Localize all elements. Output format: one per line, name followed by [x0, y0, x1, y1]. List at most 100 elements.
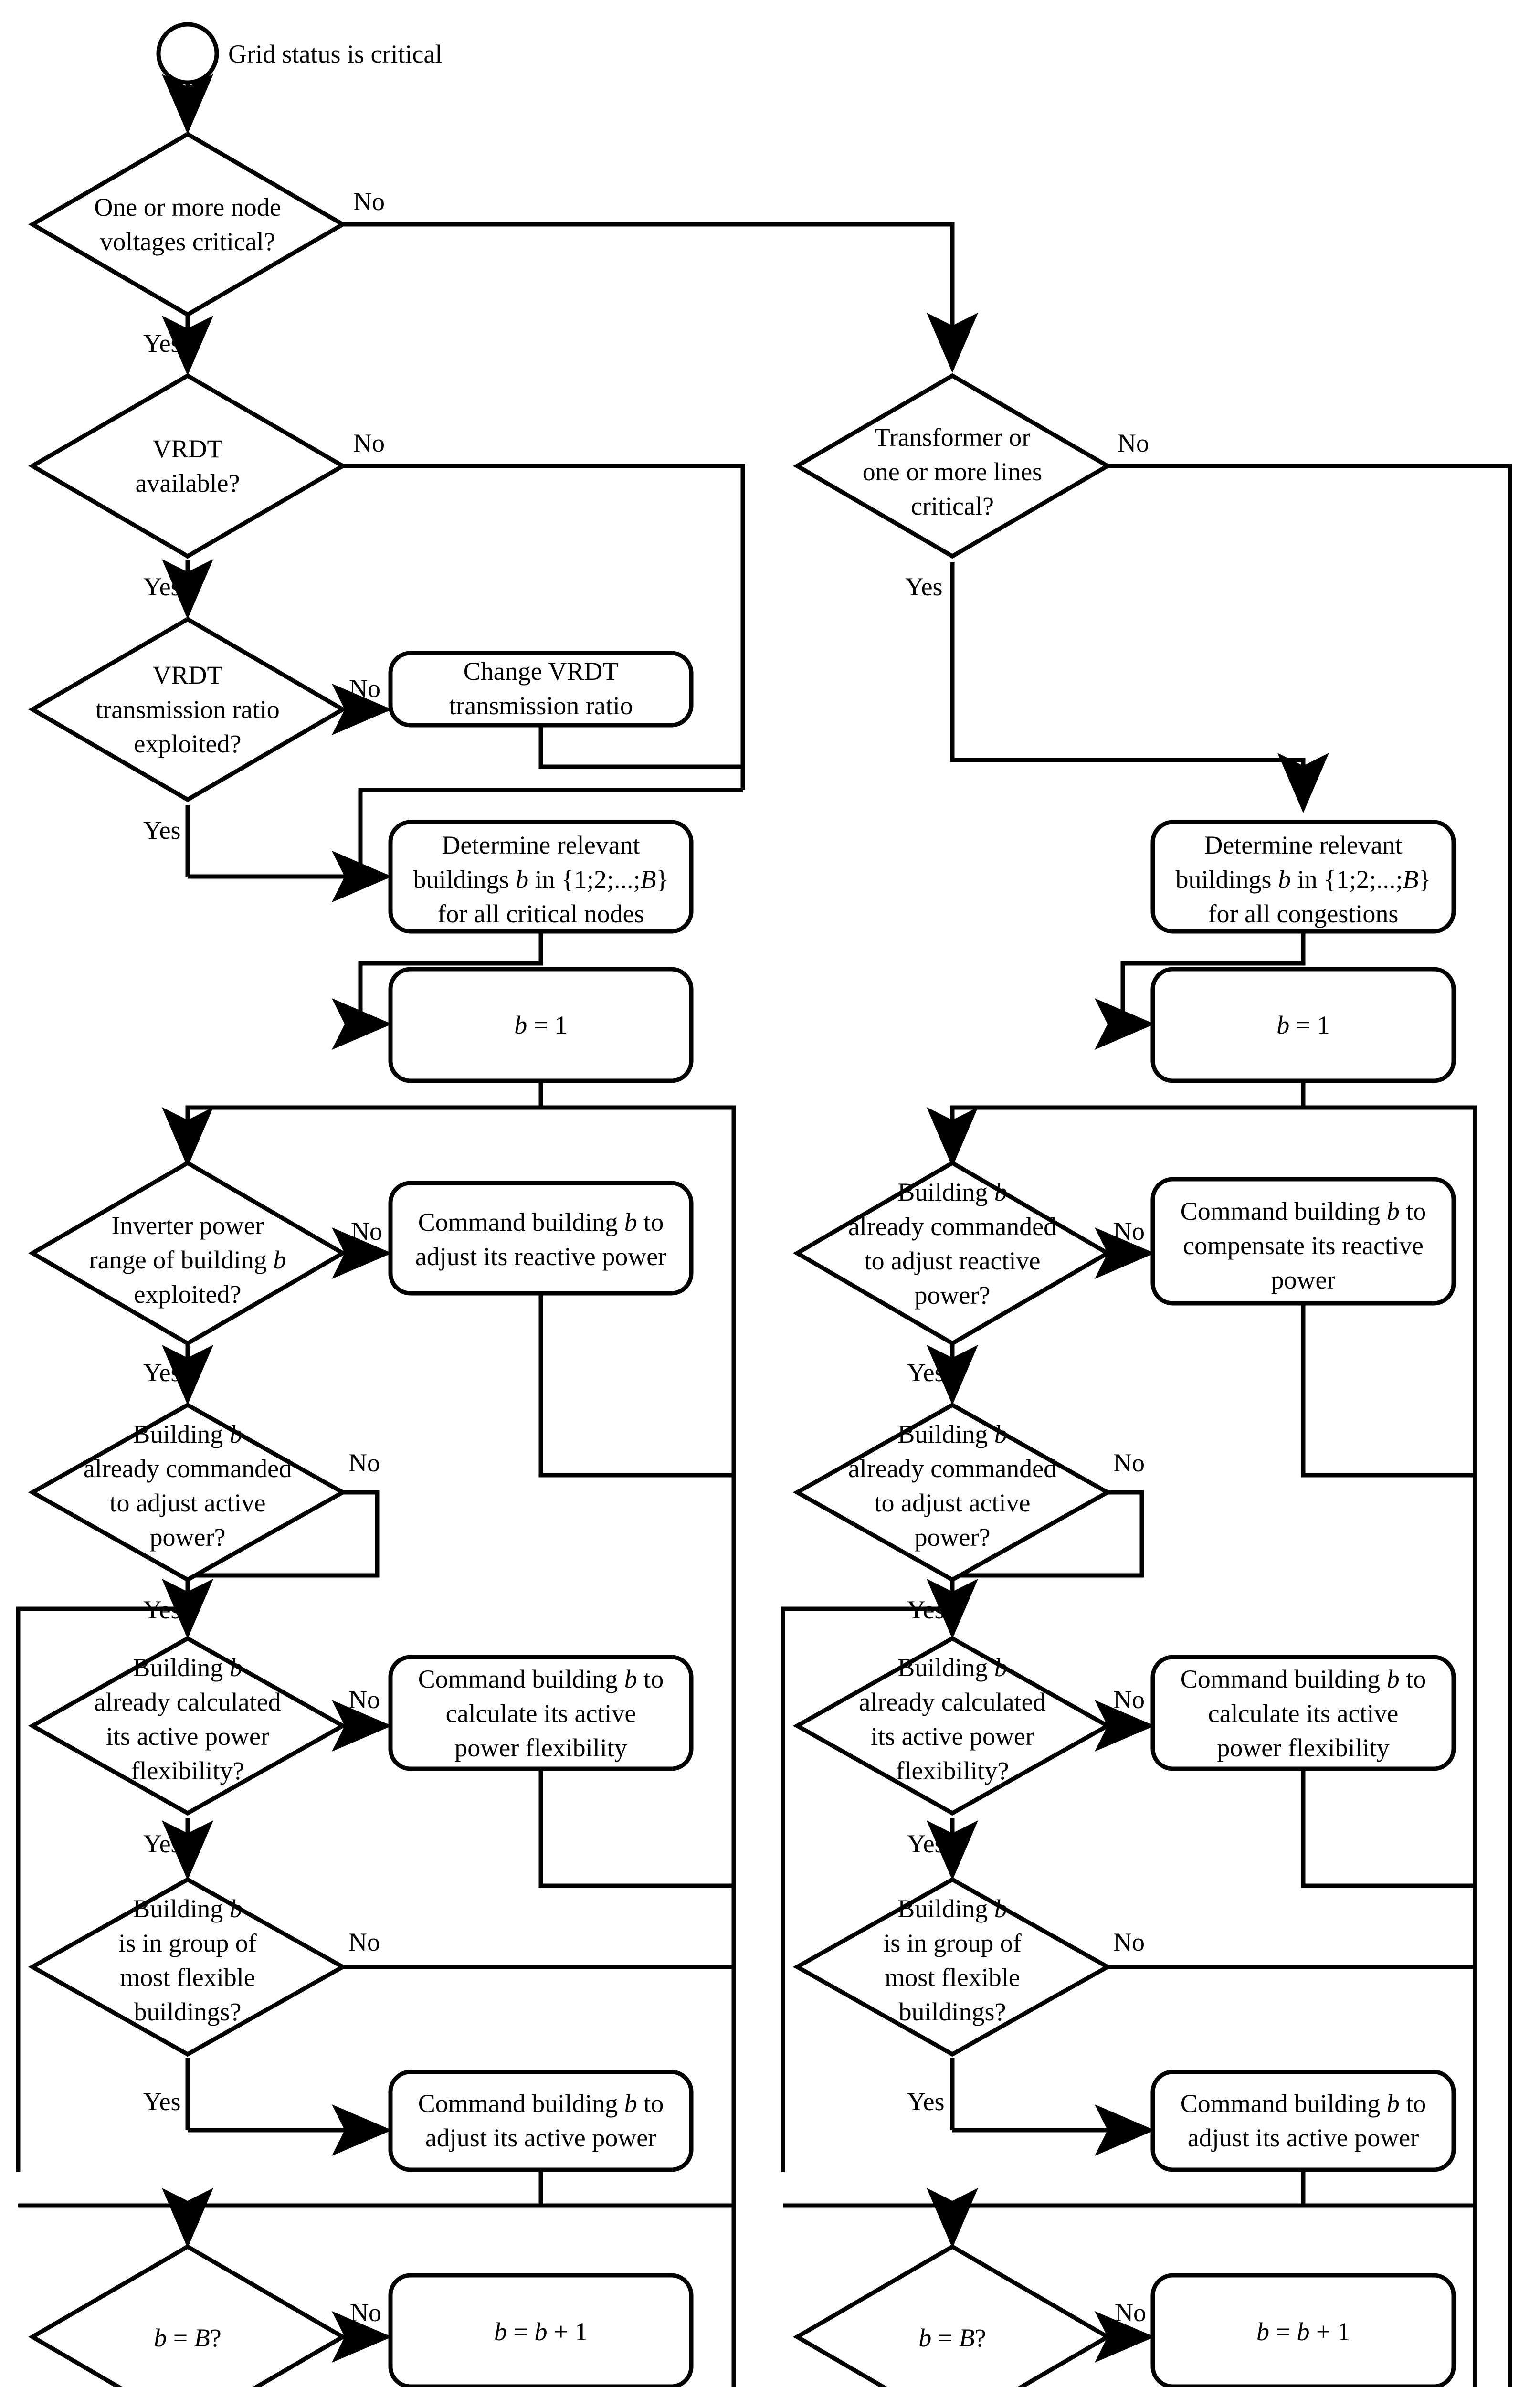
decision-transformer-line3: critical?	[911, 492, 994, 520]
decision-transformer-line1: Transformer or	[875, 423, 1030, 452]
edge-label-yes-rd5: Yes	[907, 1595, 945, 1624]
process-cmd-adjust-active-right	[1150, 2070, 1456, 2172]
decision-right-group-flex-line3: most flexible	[885, 1963, 1020, 1992]
edge-b1-to-inverter	[185, 1081, 543, 1161]
decision-left-calc-flex-line1: Building b	[133, 1653, 243, 1682]
decision-right-group-flex-line2: is in group of	[883, 1929, 1022, 1957]
edge-label-no-d5: No	[348, 1448, 380, 1477]
edge-label-no-d1: No	[353, 187, 385, 216]
decision-right-already-calculated-flex	[792, 1636, 1112, 1816]
process-determine-left-line2: buildings b in {1;2;...;B}	[413, 865, 669, 894]
decision-left-calc-flex-line4: flexibility?	[131, 1756, 244, 1785]
process-cmd-active-left-line2: adjust its active power	[425, 2123, 656, 2152]
decision-left-cmd-active-line2: already commanded	[84, 1454, 292, 1483]
decision-right-cmd-active-line1: Building b	[897, 1420, 1007, 1448]
process-cmd-calc-flex-right	[1150, 1655, 1456, 1771]
process-increment-b-right	[1150, 2273, 1456, 2387]
process-determine-buildings-left	[388, 820, 694, 934]
process-change-vrdt-line2: transmission ratio	[449, 691, 633, 720]
decision-inverter-line3: exploited?	[134, 1280, 242, 1309]
decision-left-group-flex-line1: Building b	[133, 1894, 243, 1923]
process-increment-left-text: b = b + 1	[494, 2317, 588, 2346]
decision-vrdt-ratio-line2: transmission ratio	[95, 695, 279, 724]
decision-inverter-power-range	[28, 1160, 347, 1346]
decision-left-group-flex-line2: is in group of	[118, 1929, 257, 1957]
edge-label-no-rd6: No	[1113, 1685, 1145, 1714]
decision-right-cmd-reactive-line3: to adjust reactive	[865, 1246, 1041, 1275]
decision-inverter-line1: Inverter power	[111, 1211, 264, 1240]
edge-cmdcomp-right-down	[1301, 1303, 1475, 1478]
edge-label-yes-d2: Yes	[143, 572, 181, 601]
process-set-b-1-right	[1150, 967, 1456, 1083]
edge-label-yes-d7: Yes	[143, 2087, 181, 2116]
process-determine-right-line1: Determine relevant	[1204, 831, 1402, 859]
edge-label-no-d2: No	[353, 429, 385, 457]
edge-label-yes-d1: Yes	[143, 329, 181, 358]
edge-determine-to-b1-right	[1120, 931, 1306, 1024]
decision-left-already-commanded-active	[28, 1402, 348, 1583]
decision-right-already-commanded-reactive	[793, 1160, 1112, 1346]
decision-left-cmd-active-line4: power?	[150, 1523, 226, 1552]
decision-right-cmd-active-line2: already commanded	[848, 1454, 1056, 1483]
edge-label-no-rd1: No	[1118, 429, 1149, 457]
decision-left-cmd-active-line1: Building b	[133, 1420, 243, 1448]
process-determine-left-line3: for all critical nodes	[437, 899, 644, 928]
edge-b1-to-rd4	[950, 1081, 1306, 1161]
edge-cmdreactive-left-down	[538, 1293, 734, 1478]
edge-label-yes-rd6: Yes	[907, 1829, 945, 1858]
process-change-vrdt-line1: Change VRDT	[464, 657, 618, 686]
decision-node-voltages-line2: voltages critical?	[100, 227, 275, 256]
edge-label-yes-d4: Yes	[143, 1358, 181, 1387]
process-cmd-adjust-active-left	[388, 2070, 694, 2172]
decision-right-calc-flex-line3: its active power	[871, 1722, 1034, 1751]
start-label: Grid status is critical	[228, 40, 442, 68]
decision-right-group-flex-line4: buildings?	[899, 1997, 1006, 2026]
edge-label-yes-rd4: Yes	[907, 1358, 945, 1387]
process-cmd-active-right-line2: adjust its active power	[1188, 2123, 1419, 2152]
decision-left-bB-text: b = B?	[154, 2324, 221, 2352]
decision-node-voltages-critical	[28, 131, 347, 317]
process-determine-right-line3: for all congestions	[1208, 899, 1399, 928]
decision-vrdt-ratio-exploited	[28, 616, 347, 803]
decision-right-b-equals-B	[793, 2244, 1112, 2387]
decision-right-group-flex-line1: Building b	[897, 1894, 1007, 1923]
edge-trunk-to-determine-left	[358, 788, 743, 877]
process-determine-left-line1: Determine relevant	[442, 831, 640, 859]
process-cmd-calc-left-line1: Command building b to	[418, 1665, 664, 1693]
decision-right-cmd-active-line3: to adjust active	[875, 1489, 1031, 1517]
decision-right-bB-text: b = B?	[918, 2324, 986, 2352]
edge-d1-no-to-rd1	[343, 222, 978, 373]
decision-left-calc-flex-line3: its active power	[106, 1722, 269, 1751]
decision-right-cmd-active-line4: power?	[915, 1523, 991, 1552]
edge-label-no-d3: No	[349, 674, 380, 703]
process-change-vrdt-ratio	[388, 651, 694, 728]
process-cmd-calc-left-line2: calculate its active	[446, 1699, 636, 1728]
edge-rd1-yes	[950, 562, 1306, 807]
process-set-b1-left-text: b = 1	[514, 1011, 567, 1039]
edge-label-yes-d3: Yes	[143, 816, 181, 845]
decision-left-group-most-flexible	[28, 1877, 348, 2057]
edge-cmdcalc-left-down	[538, 1769, 734, 1888]
edge-cmdcalc-right-down	[1301, 1769, 1475, 1888]
edge-rd1-no-to-end	[1108, 464, 1512, 2387]
process-cmd-calc-right-line3: power flexibility	[1217, 1733, 1389, 1762]
decision-inverter-line2: range of building b	[89, 1246, 286, 1274]
decision-vrdt-available-line1: VRDT	[153, 434, 223, 463]
process-cmd-active-right-line1: Command building b to	[1181, 2089, 1426, 2118]
process-determine-buildings-right	[1150, 820, 1456, 934]
edge-label-no-d6: No	[348, 1685, 380, 1714]
start-terminator	[156, 22, 219, 85]
edge-d5-no-left	[188, 1490, 380, 1578]
decision-transformer-lines-critical	[793, 373, 1112, 559]
process-cmd-comp-right-line2: compensate its reactive	[1183, 1231, 1424, 1260]
process-set-b-1-left	[388, 967, 694, 1083]
decision-right-cmd-reactive-line4: power?	[915, 1281, 991, 1310]
process-cmd-reactive-left-line2: adjust its reactive power	[415, 1242, 666, 1271]
edge-label-yes-rd1: Yes	[905, 572, 943, 601]
decision-left-group-flex-line4: buildings?	[134, 1997, 242, 2026]
edge-label-no-d8: No	[350, 2298, 381, 2327]
edge-d8-yes-left-loop	[731, 1108, 736, 2387]
decision-node-voltages-line1: One or more node	[94, 193, 281, 222]
